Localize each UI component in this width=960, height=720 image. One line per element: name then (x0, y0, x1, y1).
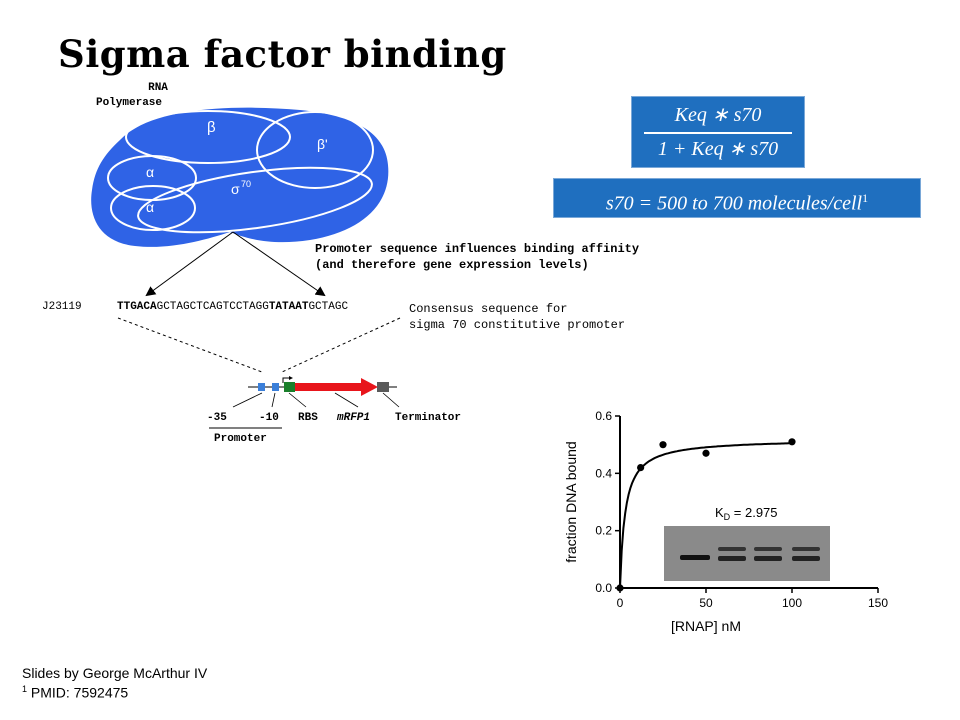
rnap-label-line2: Polymerase (96, 97, 162, 109)
gel-image-inset (664, 526, 830, 581)
x-tick-label: 50 (699, 596, 713, 610)
terminator-element (377, 382, 389, 392)
sequence-end: GCTAGC (308, 301, 348, 313)
label-terminator: Terminator (395, 412, 461, 424)
rnap-label-line1: RNA (148, 82, 168, 94)
equation-denominator: 1 + Keq ∗ s70 (657, 138, 779, 160)
sequence-minus10-box: TATAAT (269, 301, 309, 313)
slide-title: Sigma factor binding (58, 32, 507, 76)
x-tick-label: 150 (868, 596, 888, 610)
sigma70-concentration-text: s70 = 500 to 700 molecules/cell (605, 192, 863, 215)
x-axis-label: [RNAP] nM (671, 618, 741, 634)
arrow-to-minus10 (232, 231, 326, 297)
leader-rbs (288, 392, 307, 408)
rnap-body (91, 107, 389, 247)
kd-annotation-subscript: D (724, 512, 731, 522)
slide-credit: Slides by George McArthur IV (22, 665, 208, 681)
alpha-label-2: α (146, 199, 154, 215)
data-point (702, 449, 710, 457)
label-minus10: -10 (259, 412, 279, 424)
minus10-element (272, 383, 279, 391)
data-points (616, 438, 796, 592)
kd-annotation-base: K (715, 505, 724, 520)
sequence-spacer: GCTAGCTCAGTCCTAGG (157, 301, 269, 313)
y-axis-label: fraction DNA bound (563, 441, 579, 562)
beta-prime-label: β' (317, 136, 328, 152)
zoom-line-left (117, 317, 263, 373)
y-tick-label: 0.6 (595, 409, 612, 423)
label-minus35: -35 (207, 412, 227, 424)
y-tick-label: 0.0 (595, 581, 612, 595)
y-tick-label: 0.4 (595, 466, 612, 480)
x-tick-label: 100 (782, 596, 802, 610)
alpha-subunit-2-outline (110, 185, 196, 231)
binding-curve-chart: 0.0 0.2 0.4 0.6 0 50 100 150 fraction DNA bound… (563, 409, 888, 634)
label-promoter: Promoter (214, 433, 267, 445)
rna-polymerase-shape: β β' α α σ 70 (91, 107, 389, 247)
data-point (616, 584, 624, 592)
gel-band-free-dna (754, 556, 782, 561)
equation-numerator: Keq ∗ s70 (674, 104, 762, 126)
genetic-construct (232, 376, 400, 408)
promoter-note-line2: (and therefore gene expression levels) (315, 258, 589, 272)
alpha-label-1: α (146, 164, 154, 180)
data-point (659, 441, 667, 449)
rbs-element (284, 382, 295, 392)
gel-band-free-dna (680, 555, 710, 560)
leader-terminator (382, 392, 400, 408)
y-tick-label: 0.2 (595, 524, 612, 538)
promoter-note-line1: Promoter sequence influences binding aff… (315, 242, 639, 256)
fit-curve (619, 442, 793, 589)
sequence-name: J23119 (42, 301, 82, 313)
kd-annotation: KD = 2.975 (715, 505, 778, 522)
transcription-start-arrowhead-icon (289, 376, 293, 380)
leader-minus35 (232, 392, 263, 408)
gel-band-free-dna (718, 556, 746, 561)
sequence-text: TTGACAGCTAGCTCAGTCCTAGGTATAATGCTAGC (117, 301, 348, 313)
sigma-label: σ (231, 181, 240, 197)
label-rbs: RBS (298, 412, 318, 424)
chart-axes: 0.0 0.2 0.4 0.6 0 50 100 150 (595, 409, 888, 610)
reference-footnote: 1 PMID: 7592475 (22, 684, 128, 701)
reference-footnote-text: PMID: 7592475 (27, 684, 129, 701)
reference-footnote-marker: 1 (22, 684, 28, 694)
sigma70-concentration-box: s70 = 500 to 700 molecules/cell1 (553, 178, 921, 218)
kd-annotation-value: = 2.975 (730, 505, 777, 520)
binding-equation-box: Keq ∗ s70 1 + Keq ∗ s70 (631, 96, 805, 168)
mrfp1-gene-body (295, 383, 361, 391)
sequence-minus35-box: TTGACA (117, 301, 157, 313)
arrow-to-minus35 (145, 231, 234, 297)
gel-background (664, 526, 830, 581)
sigma70-footnote-marker: 1 (862, 191, 869, 205)
x-tick-label: 0 (617, 596, 624, 610)
consensus-note-line2: sigma 70 constitutive promoter (409, 318, 625, 332)
leader-minus10 (271, 392, 276, 408)
data-point (637, 464, 645, 472)
sigma-superscript: 70 (241, 179, 251, 189)
zoom-line-right (281, 317, 401, 373)
fraction-bar (644, 132, 792, 134)
data-point (788, 438, 796, 446)
gel-band-free-dna (792, 556, 820, 561)
label-mrfp1: mRFP1 (336, 412, 370, 424)
consensus-note-line1: Consensus sequence for (409, 302, 567, 316)
gel-band-bound-complex (754, 547, 782, 551)
minus35-element (258, 383, 265, 391)
transcription-start-icon (282, 377, 291, 383)
mrfp1-gene-arrowhead-icon (361, 378, 378, 396)
beta-label: β (207, 119, 216, 136)
leader-gene (334, 392, 359, 408)
gel-band-bound-complex (718, 547, 746, 551)
sigma-subunit-outline (137, 166, 373, 234)
beta-prime-subunit-outline (256, 111, 374, 189)
beta-subunit-outline (125, 110, 291, 164)
gel-band-bound-complex (792, 547, 820, 551)
